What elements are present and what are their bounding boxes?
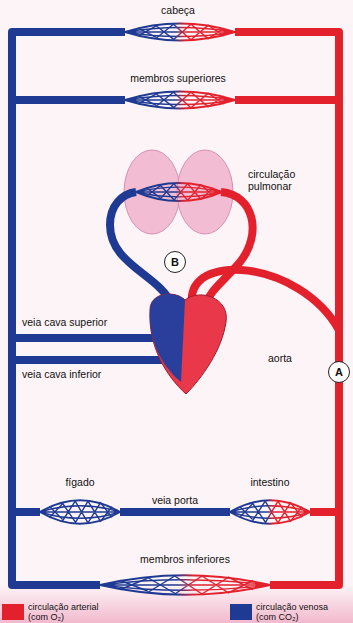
legend-swatch — [2, 604, 24, 620]
capillary-bed — [136, 183, 222, 201]
capillary-bed — [40, 500, 120, 523]
part-label: veia cava superior — [20, 316, 109, 328]
legend-swatch — [230, 604, 252, 620]
capillary-bed — [100, 575, 270, 595]
part-label: circulação pulmonar — [246, 168, 314, 192]
legend-text: circulação arterial (com O₂) — [28, 602, 118, 622]
part-label: membros inferiores — [138, 553, 232, 565]
callout-letter: A — [335, 366, 343, 378]
part-label: intestino — [248, 476, 291, 488]
callout-circle: B — [164, 251, 186, 273]
callout-circle: A — [328, 361, 350, 383]
legend-text: circulação venosa (com CO₂) — [256, 602, 346, 622]
part-label: membros superiores — [128, 72, 228, 84]
part-label: veia cava inferior — [20, 368, 103, 380]
part-label: aorta — [266, 352, 294, 364]
capillary-bed — [230, 500, 310, 523]
callout-letter: B — [171, 256, 179, 268]
capillary-bed — [125, 92, 235, 109]
heart — [150, 294, 227, 394]
capillary-bed — [125, 24, 235, 41]
part-label: fígado — [63, 476, 96, 488]
heart-right-side — [150, 294, 185, 382]
part-label: cabeça — [159, 4, 197, 16]
part-label: veia porta — [150, 494, 200, 506]
venous-vessels — [12, 32, 230, 585]
